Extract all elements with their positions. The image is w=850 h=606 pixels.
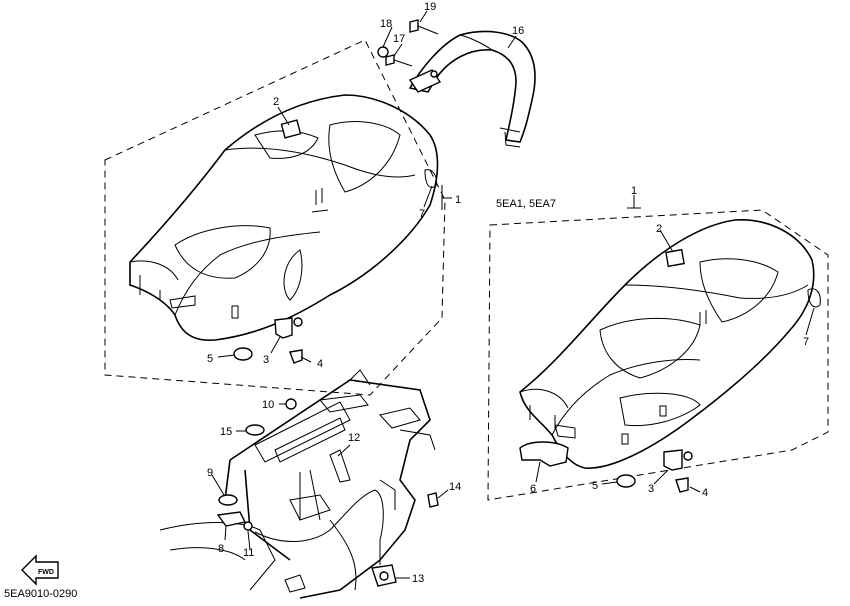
frame-assembly	[159, 369, 436, 599]
callout-16: 16	[512, 25, 524, 37]
callout-numbers: 19 18 17 16 2 1 7 5 3 4 1 5EA1, 5EA7 2 7…	[207, 1, 809, 585]
left-group-boundary	[104, 39, 446, 396]
callout-7-right: 7	[803, 336, 809, 348]
callout-17: 17	[393, 33, 405, 45]
callout-3-right: 3	[648, 483, 654, 495]
callout-8: 8	[218, 543, 224, 555]
front-arrow-label: FWD	[38, 569, 54, 576]
callout-3-left: 3	[263, 354, 269, 366]
right-small-parts	[519, 441, 693, 493]
callout-6: 6	[530, 483, 536, 495]
callout-18: 18	[380, 18, 392, 30]
callout-5-left: 5	[207, 353, 213, 365]
callout-2-right: 2	[656, 223, 662, 235]
callout-13: 13	[412, 573, 424, 585]
callout-9: 9	[207, 467, 213, 479]
callout-1-right: 1	[631, 185, 637, 197]
callout-2-left: 2	[273, 96, 279, 108]
callout-7-left: 7	[419, 208, 425, 220]
callout-4-right: 4	[702, 487, 708, 499]
left-seat	[129, 94, 439, 341]
callout-19: 19	[424, 1, 436, 13]
callout-1-left: 1	[455, 194, 461, 206]
leader-lines	[211, 10, 815, 579]
variant-label: 5EA1, 5EA7	[496, 198, 556, 210]
callout-10: 10	[262, 399, 274, 411]
callout-5-right: 5	[592, 480, 598, 492]
callout-15: 15	[220, 426, 232, 438]
callout-14: 14	[449, 481, 461, 493]
lock-parts	[216, 398, 439, 587]
left-small-parts	[233, 317, 303, 364]
right-seat	[519, 219, 821, 469]
callout-4-left: 4	[317, 358, 323, 370]
right-group-boundary	[487, 209, 829, 501]
diagram-code: 5EA9010-0290	[4, 588, 77, 600]
callout-12: 12	[348, 432, 360, 444]
callout-11: 11	[243, 547, 254, 559]
front-arrow-icon: FWD	[21, 554, 59, 586]
grab-bar	[408, 30, 536, 148]
